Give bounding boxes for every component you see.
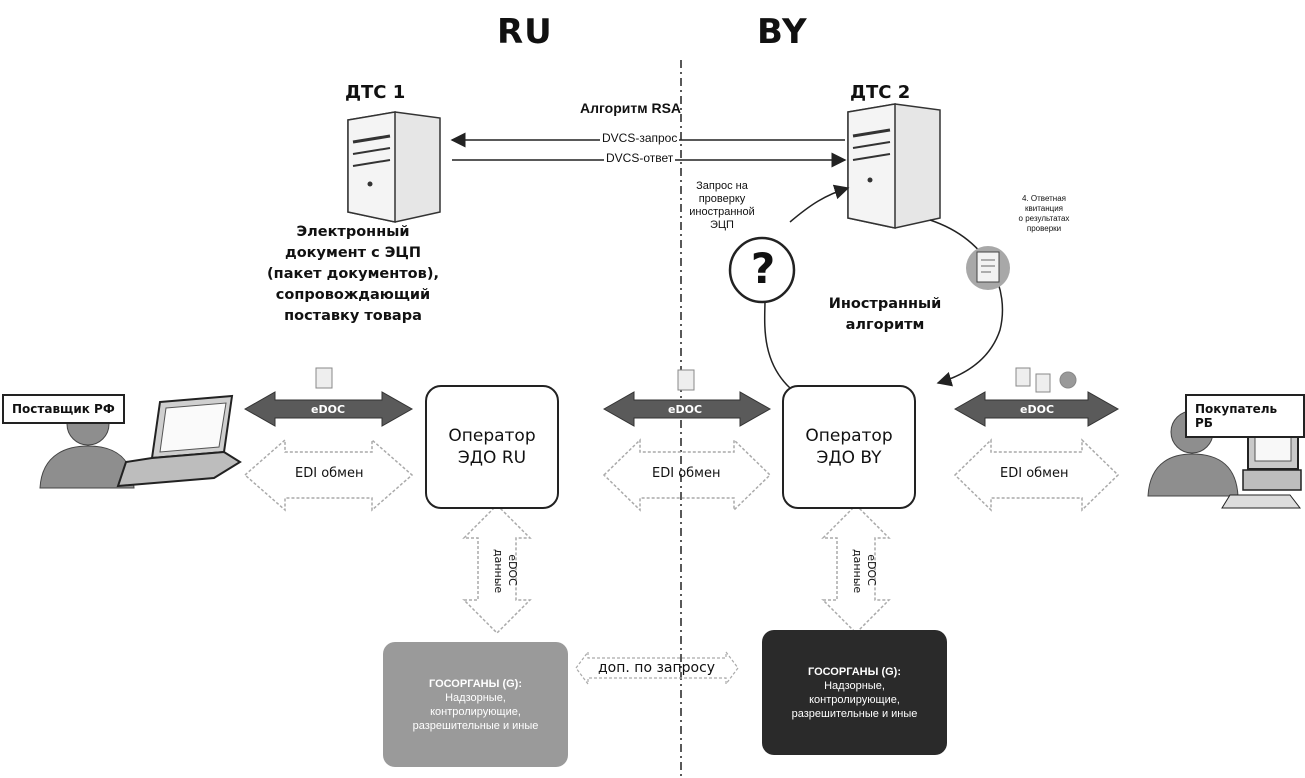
gov-ru-box: ГОСОРГАНЫ (G): Надзорные, контролирующие… (383, 642, 568, 767)
vertical-arrow-by (821, 503, 891, 635)
server-2-icon (847, 103, 941, 229)
edi-label-supplier: EDI обмен (295, 466, 364, 481)
edoc-label-supplier: eDOC (311, 403, 346, 416)
document-icon-2 (677, 369, 695, 391)
cycle-arrow-to-server (789, 184, 850, 223)
edoc-label-buyer: eDOC (1020, 403, 1055, 416)
buyer-label: Покупатель РБ (1185, 394, 1305, 438)
documents-stack-icon (1015, 367, 1077, 393)
algorithm-rsa-label: Алгоритм RSA (580, 100, 682, 116)
edoc-arrow-supplier (243, 391, 414, 427)
gov-link-label: доп. по запросу (598, 660, 716, 676)
server-1-title: ДТС 1 (345, 82, 406, 103)
foreign-algorithm-label: Иностранный алгоритм (828, 296, 942, 333)
verification-request-text: Запрос на проверку иностранной ЭЦП (689, 180, 755, 231)
vertical-label-ru: eDOC данные (492, 549, 519, 594)
dvcs-request-label: DVCS-запрос (600, 131, 680, 145)
region-title-by: BY (757, 12, 808, 52)
vertical-arrow-ru (462, 503, 532, 635)
cycle-arrow-to-operator (929, 219, 1004, 387)
server-2-title: ДТС 2 (850, 82, 911, 103)
laptop-icon (116, 394, 242, 488)
gov-by-box: ГОСОРГАНЫ (G): Надзорные, контролирующие… (762, 630, 947, 755)
question-circle-icon (728, 236, 796, 304)
region-title-ru: RU (497, 12, 553, 52)
gov-link-arrow (575, 650, 739, 686)
cycle-arc-left (763, 299, 791, 389)
verification-receipt-text: 4. Ответная квитанция о результатах пров… (1018, 194, 1070, 233)
edi-label-buyer: EDI обмен (1000, 466, 1069, 481)
edoc-arrow-buyer (953, 391, 1120, 427)
edoc-arrow-between-operators (602, 391, 772, 427)
edoc-label-operators: eDOC (668, 403, 703, 416)
edi-arrow-buyer (953, 438, 1120, 512)
edi-arrow-supplier (243, 438, 414, 512)
vertical-label-by: eDOC данные (851, 549, 878, 594)
document-icon-1 (315, 367, 333, 389)
signed-document-caption: Электронный документ с ЭЦП (пакет докуме… (267, 224, 439, 324)
edi-label-operators: EDI обмен (652, 466, 721, 481)
supplier-label: Поставщик РФ (2, 394, 125, 424)
question-mark: ? (750, 244, 776, 293)
receipt-document-icon (966, 246, 1010, 290)
dvcs-response-label: DVCS-ответ (604, 151, 676, 165)
server-1-icon (347, 111, 441, 223)
